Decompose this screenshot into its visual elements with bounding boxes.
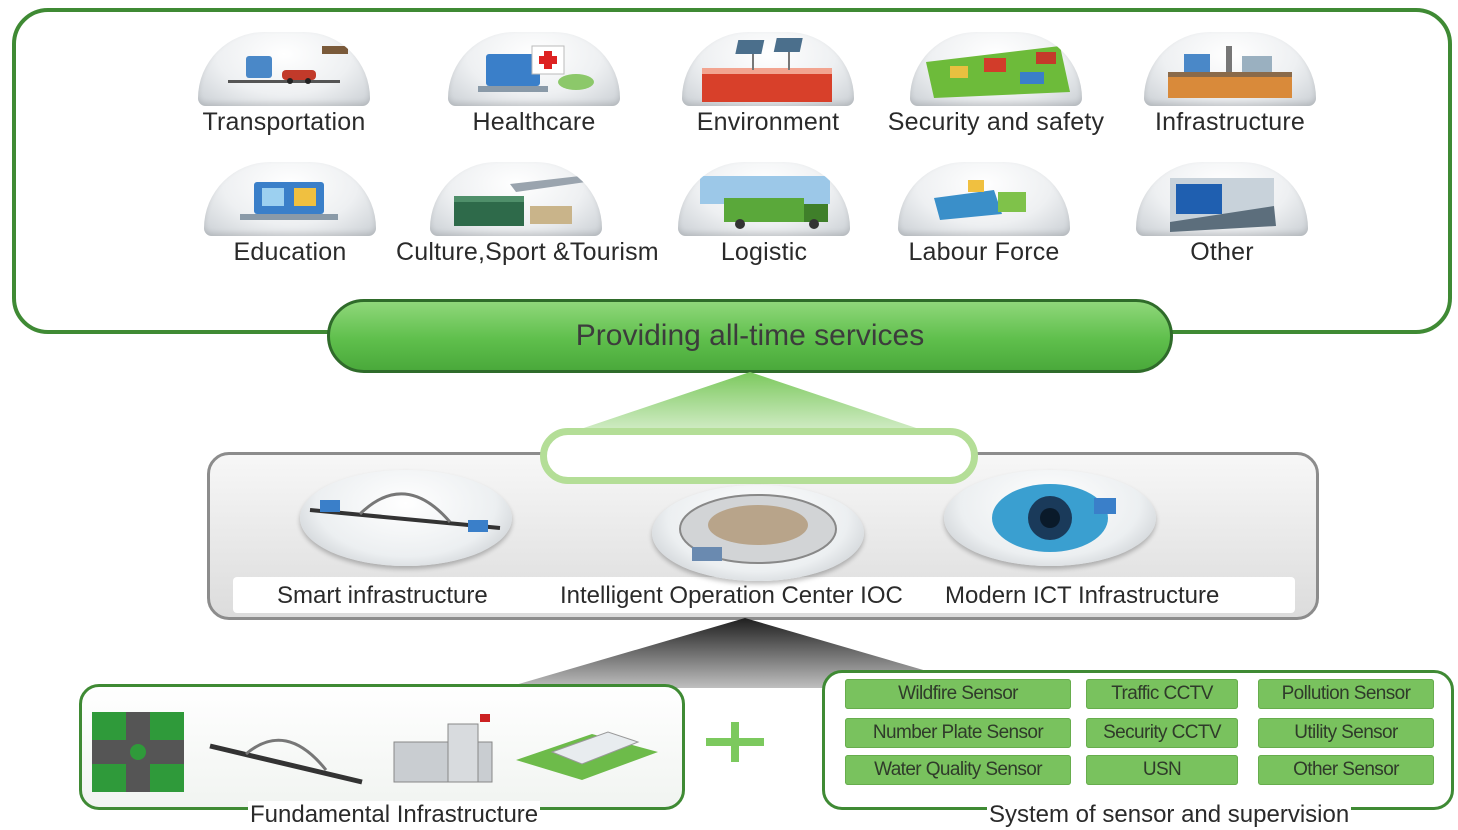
- building-icon: [393, 714, 493, 783]
- operation-center-icon: [652, 485, 864, 581]
- culture-sport-tourism-icon: [430, 162, 602, 236]
- service-label: Other: [1190, 238, 1254, 266]
- service-logistic: Logistic: [644, 162, 884, 267]
- plus-icon: [706, 722, 764, 762]
- other-ship-icon: [1136, 162, 1308, 236]
- sensor-cell: Utility Sensor: [1258, 718, 1434, 748]
- service-labour-force: Labour Force: [864, 162, 1104, 267]
- service-label: Education: [233, 238, 347, 266]
- service-label: Security and safety: [887, 108, 1105, 136]
- platform-header-tab: [540, 428, 978, 484]
- logistic-truck-icon: [678, 162, 850, 236]
- sensor-cell: USN: [1086, 755, 1238, 785]
- ioc-label: Intelligent Operation Center IOC: [560, 582, 903, 609]
- sensor-cell: Wildfire Sensor: [845, 679, 1071, 709]
- service-label: Logistic: [720, 238, 808, 266]
- bridge-icon: [300, 470, 512, 566]
- environment-icon: [682, 32, 854, 106]
- platform-item-ict: [940, 470, 1160, 566]
- sensor-cell: Number Plate Sensor: [845, 718, 1071, 748]
- healthcare-icon: [448, 32, 620, 106]
- education-icon: [204, 162, 376, 236]
- service-security-and-safety: Security and safety: [876, 32, 1116, 137]
- smart-infrastructure-label: Smart infrastructure: [277, 582, 488, 609]
- globe-eye-icon: [944, 470, 1156, 566]
- platform-item-smart-infrastructure: [296, 470, 516, 566]
- service-healthcare: Healthcare: [414, 32, 654, 137]
- service-environment: Environment: [648, 32, 888, 137]
- service-infrastructure: Infrastructure: [1110, 32, 1350, 137]
- service-transportation: Transportation: [164, 32, 404, 137]
- sensor-cell: Security CCTV: [1086, 718, 1238, 748]
- service-other: Other: [1102, 162, 1342, 267]
- sensor-cell: Pollution Sensor: [1258, 679, 1434, 709]
- fundamental-infrastructure-label: Fundamental Infrastructure: [248, 801, 541, 829]
- labour-force-icon: [898, 162, 1070, 236]
- service-label: Healthcare: [472, 108, 596, 136]
- service-label: Transportation: [202, 108, 366, 136]
- service-label: Infrastructure: [1154, 108, 1306, 136]
- platform-item-ioc: [648, 485, 868, 581]
- service-label: Environment: [696, 108, 840, 136]
- bridge-icon: [209, 738, 363, 785]
- service-label: Labour Force: [908, 238, 1060, 266]
- sensor-cell: Other Sensor: [1258, 755, 1434, 785]
- sensor-cell: Traffic CCTV: [1086, 679, 1238, 709]
- infrastructure-icon: [1144, 32, 1316, 106]
- campus-building-icon: [516, 731, 658, 780]
- road-intersection-icon: [92, 712, 184, 792]
- service-label: Culture,Sport &Tourism: [396, 238, 659, 266]
- service-culture-sport-tourism: Culture,Sport &Tourism: [396, 162, 659, 267]
- platform-label-strip: [233, 577, 1295, 613]
- transportation-icon: [198, 32, 370, 106]
- sensor-cell: Water Quality Sensor: [845, 755, 1071, 785]
- service-education: Education: [170, 162, 410, 267]
- ict-label: Modern ICT Infrastructure: [945, 582, 1220, 609]
- sensor-system-label: System of sensor and supervision: [987, 801, 1352, 829]
- security-map-icon: [910, 32, 1082, 106]
- up-arrow-icon: [560, 372, 940, 436]
- all-time-services-banner: Providing all-time services: [327, 299, 1173, 373]
